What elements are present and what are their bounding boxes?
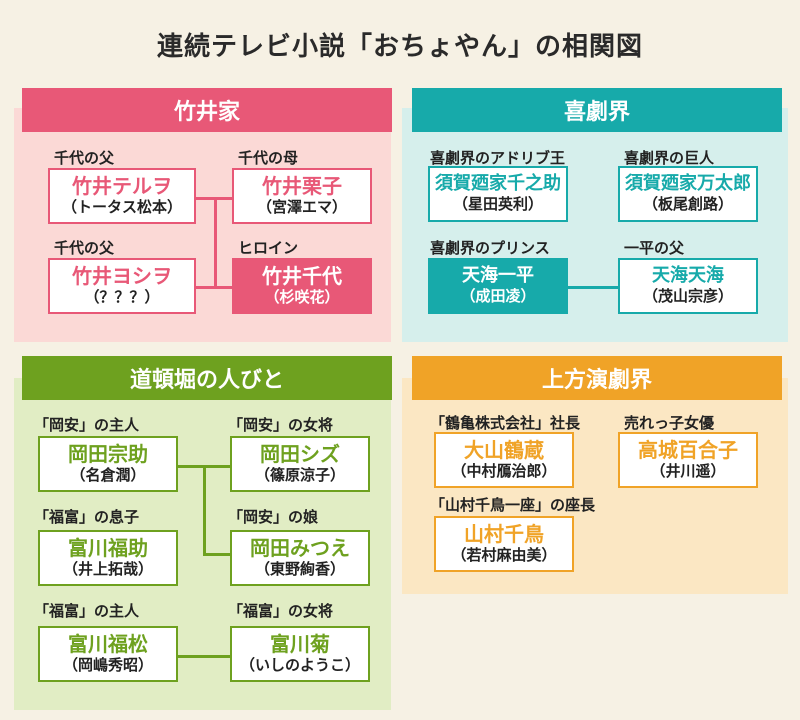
page-title: 連続テレビ小説「おちょやん」の相関図 — [156, 32, 643, 62]
character-name: 竹井栗子 — [262, 174, 342, 199]
member-role: 「岡安」の女将 — [228, 416, 334, 434]
character-name: 山村千鳥 — [464, 522, 544, 547]
kamigata-header: 上方演劇界 — [412, 356, 782, 400]
character-card[interactable]: 岡田みつえ （東野絢香） — [230, 530, 370, 586]
character-name: 須賀廼家千之助 — [435, 173, 561, 195]
member-role: 売れっ子女優 — [624, 414, 715, 432]
dotonbori-header: 道頓堀の人びと — [22, 356, 392, 400]
member-role: 千代の父 — [54, 239, 115, 257]
character-name: 竹井テルヲ — [72, 174, 172, 199]
actor-name: （名倉潤） — [70, 466, 146, 485]
actor-name: （若村麻由美） — [451, 546, 557, 565]
actor-name: （岡嶋秀昭） — [62, 656, 153, 675]
member-role: 「岡安」の主人 — [34, 416, 140, 434]
character-card[interactable]: 岡田シズ （篠原涼子） — [230, 436, 370, 492]
connector-line — [214, 197, 217, 287]
actor-name: （篠原涼子） — [254, 466, 345, 485]
character-card[interactable]: 竹井栗子 （宮澤エマ） — [232, 168, 372, 224]
character-name: 富川福助 — [68, 536, 148, 561]
character-card[interactable]: 竹井テルヲ （トータス松本） — [48, 168, 196, 224]
actor-name: （宮澤エマ） — [256, 198, 347, 217]
member-role: 「福富」の女将 — [228, 602, 334, 620]
takei-header: 竹井家 — [22, 88, 392, 132]
connector-line — [566, 286, 620, 289]
character-name: 竹井千代 — [262, 264, 342, 289]
member-role: 「山村千鳥一座」の座長 — [430, 496, 596, 514]
connector-line — [196, 286, 232, 289]
character-name: 大山鶴蔵 — [464, 438, 544, 463]
character-card[interactable]: 高城百合子 （井川遥） — [618, 432, 758, 488]
character-name: 富川福松 — [68, 632, 148, 657]
character-card[interactable]: 須賀廼家千之助 （星田英利） — [428, 166, 568, 222]
member-role: 喜劇界のアドリブ王 — [430, 149, 566, 167]
character-name: 高城百合子 — [638, 438, 738, 463]
actor-name: （成田凌） — [460, 287, 536, 306]
character-name: 岡田シズ — [260, 442, 340, 467]
actor-name: （トータス松本） — [61, 198, 182, 217]
connector-line — [203, 553, 230, 556]
actor-name: （杉咲花） — [264, 288, 340, 307]
member-role: 千代の母 — [238, 149, 299, 167]
connector-line — [203, 465, 206, 555]
character-name: 須賀廼家万太郎 — [625, 173, 751, 195]
character-card[interactable]: 山村千鳥 （若村麻由美） — [434, 516, 574, 572]
character-card[interactable]: 天海一平 （成田凌） — [428, 258, 568, 314]
character-card[interactable]: 岡田宗助 （名倉潤） — [38, 436, 178, 492]
member-role: ヒロイン — [238, 239, 299, 257]
character-name: 富川菊 — [270, 632, 330, 657]
character-name: 天海天海 — [652, 265, 724, 287]
actor-name: （板尾創路） — [642, 195, 733, 214]
character-card[interactable]: 竹井ヨシヲ （？？？） — [48, 258, 196, 314]
character-card[interactable]: 富川福松 （岡嶋秀昭） — [38, 626, 178, 682]
character-card[interactable]: 天海天海 （茂山宗彦） — [618, 258, 758, 314]
member-role: 一平の父 — [624, 239, 685, 257]
actor-name: （井川遥） — [650, 462, 726, 481]
connector-line — [178, 655, 230, 658]
character-name: 天海一平 — [462, 265, 534, 287]
actor-name: （星田英利） — [452, 195, 543, 214]
member-role: 喜劇界の巨人 — [624, 149, 715, 167]
member-role: 「福富」の主人 — [34, 602, 140, 620]
member-role: 「福富」の息子 — [34, 508, 140, 526]
actor-name: （茂山宗彦） — [642, 287, 733, 306]
actor-name: （東野絢香） — [254, 560, 345, 579]
member-role: 「岡安」の娘 — [228, 508, 319, 526]
character-card[interactable]: 大山鶴蔵 （中村鴈治郎） — [434, 432, 574, 488]
member-role: 千代の父 — [54, 149, 115, 167]
character-card[interactable]: 須賀廼家万太郎 （板尾創路） — [618, 166, 758, 222]
actor-name: （？？？） — [84, 288, 160, 307]
kigeki-header: 喜劇界 — [412, 88, 782, 132]
character-name: 岡田みつえ — [250, 536, 350, 561]
character-name: 竹井ヨシヲ — [72, 264, 172, 289]
actor-name: （中村鴈治郎） — [451, 462, 557, 481]
member-role: 「鶴亀株式会社」社長 — [430, 414, 581, 432]
member-role: 喜劇界のプリンス — [430, 239, 550, 257]
character-name: 岡田宗助 — [68, 442, 148, 467]
character-card[interactable]: 富川福助 （井上拓哉） — [38, 530, 178, 586]
actor-name: （井上拓哉） — [62, 560, 153, 579]
actor-name: （いしのようこ） — [239, 656, 360, 675]
character-card[interactable]: 富川菊 （いしのようこ） — [230, 626, 370, 682]
heroine-card[interactable]: 竹井千代 （杉咲花） — [232, 258, 372, 314]
